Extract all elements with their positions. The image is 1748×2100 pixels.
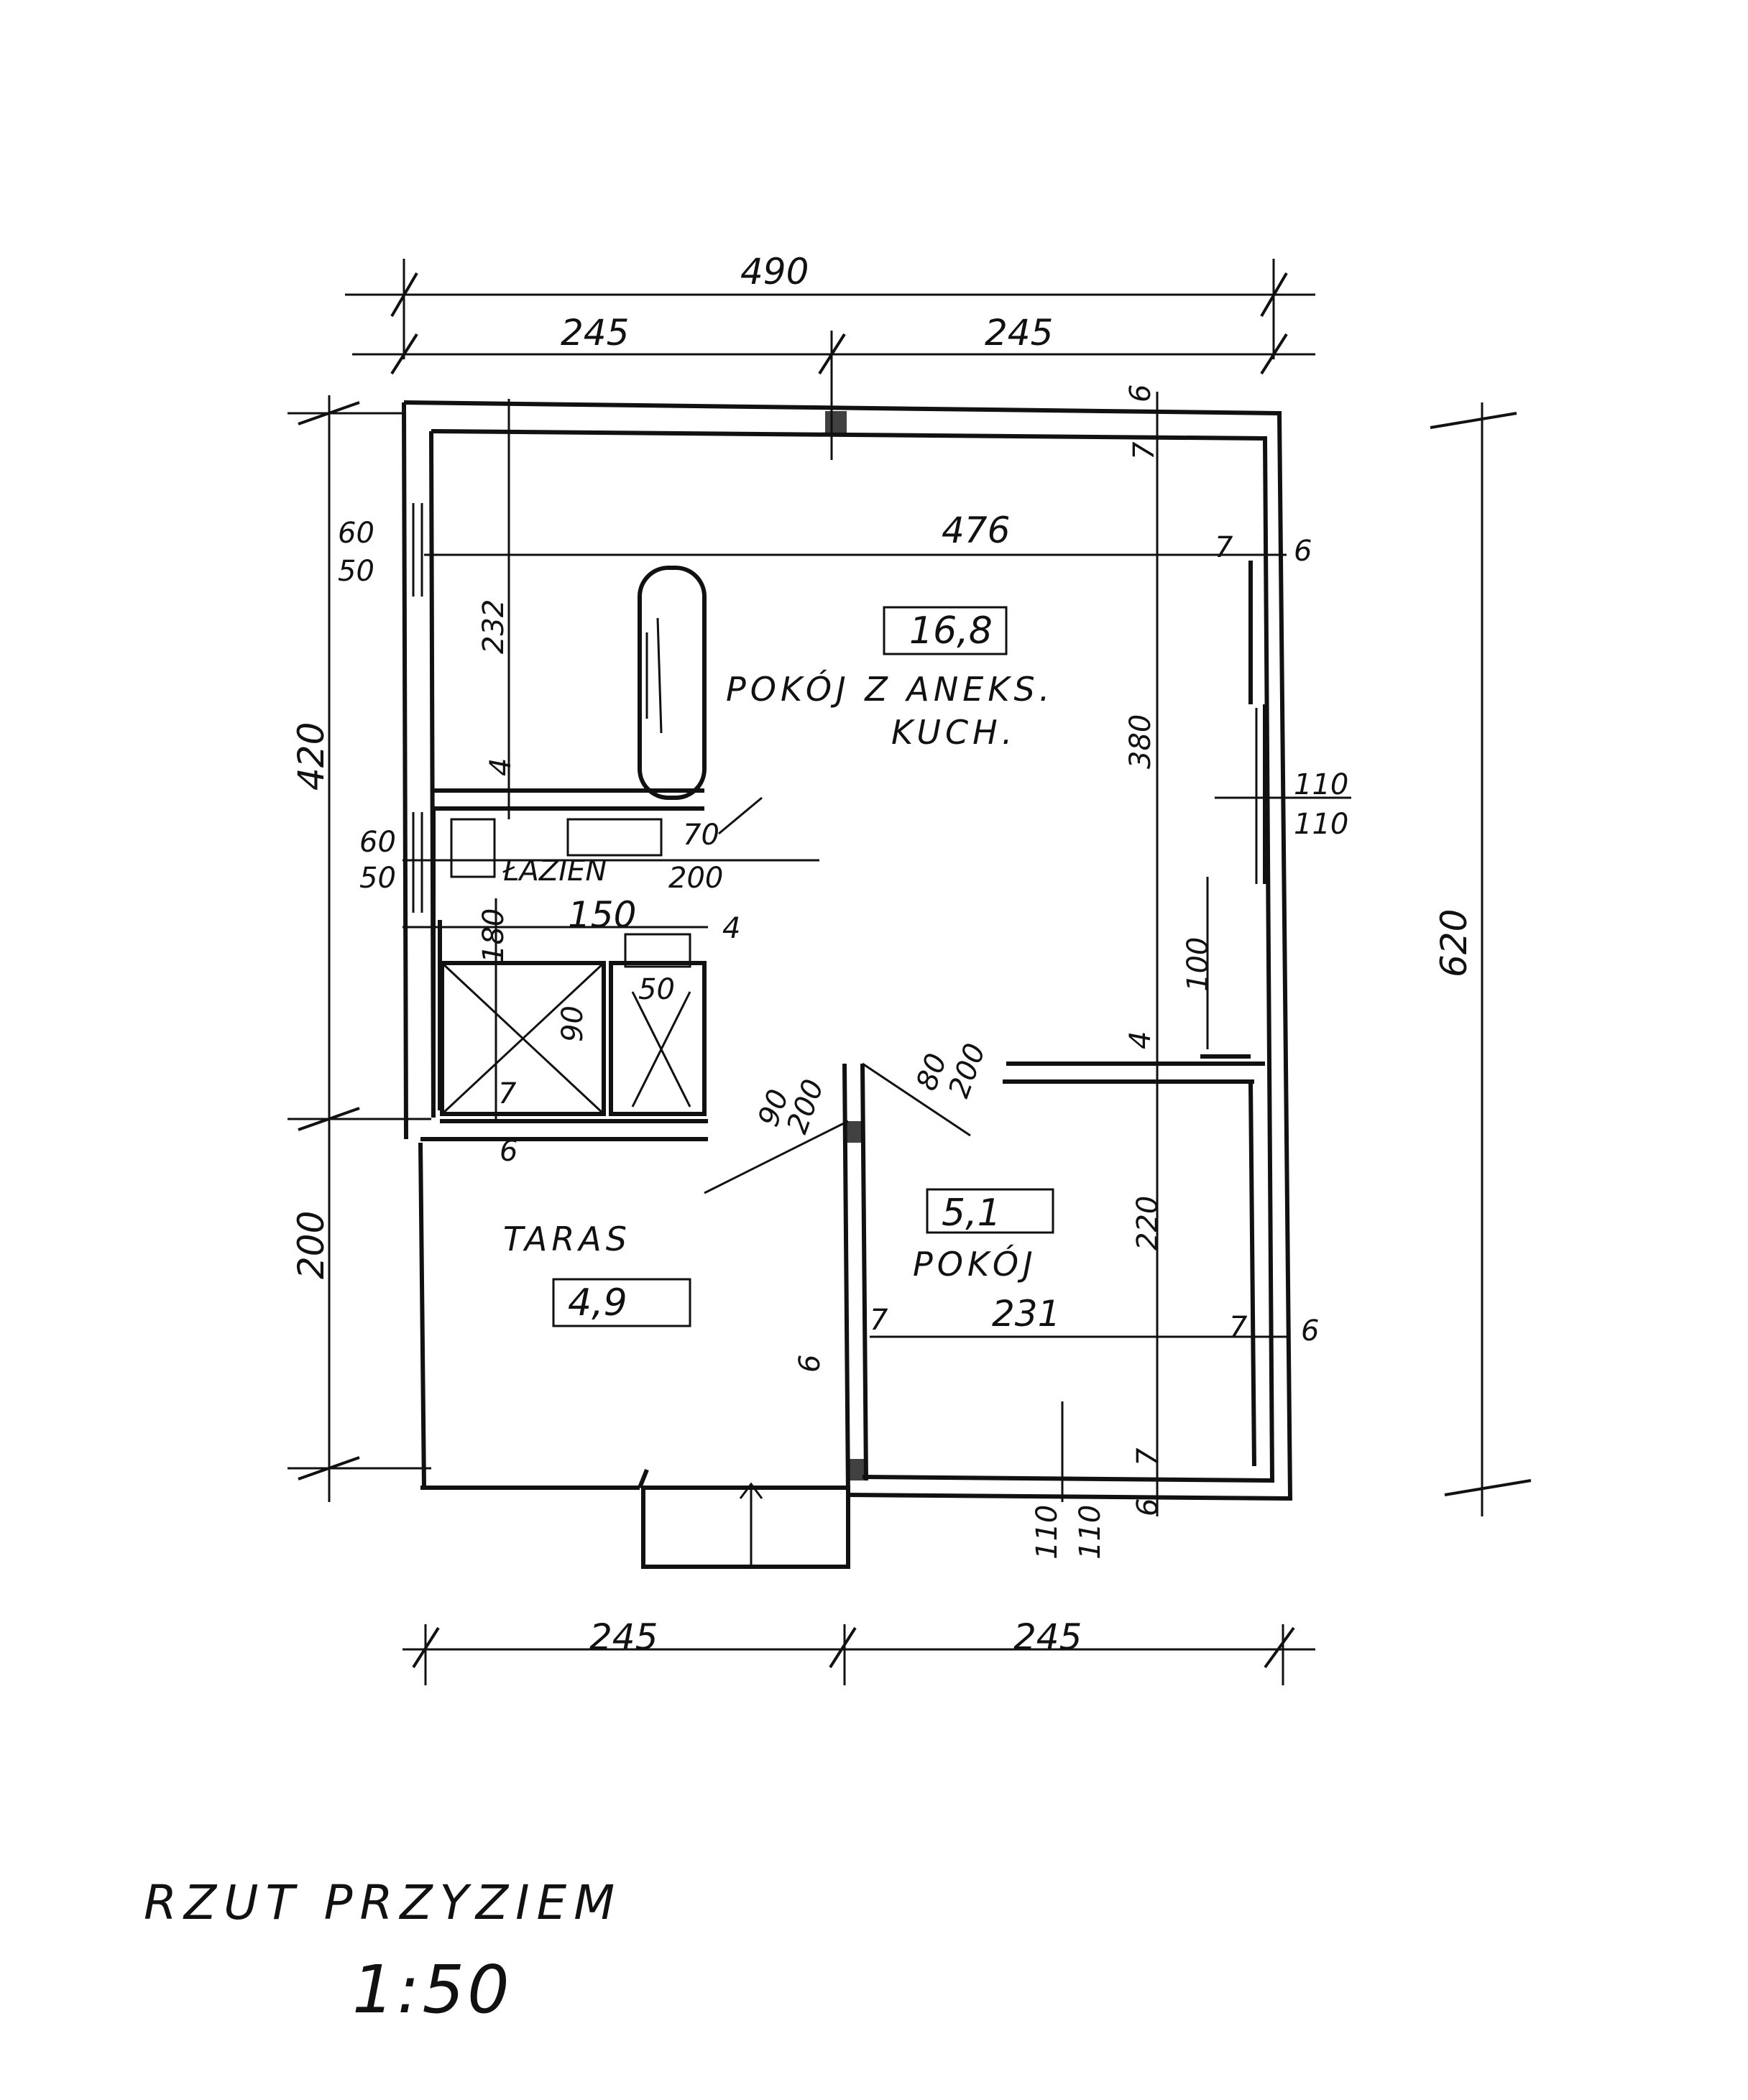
dim-bottom-window-a: 110 xyxy=(1031,1505,1064,1560)
dimension-lines xyxy=(288,259,1532,1685)
dim-wall-4: 4 xyxy=(1124,1031,1157,1049)
dim-pier: 100 xyxy=(1182,937,1215,992)
dim-window-upper: 60 xyxy=(338,517,374,550)
bath-label: ŁAZIEN xyxy=(502,855,607,888)
dim-wall-7-left: 7 xyxy=(498,1077,517,1110)
drawing-scale: 1:50 xyxy=(352,1951,512,2028)
dim-top-left: 245 xyxy=(561,312,629,354)
dim-bath-door-a: 70 xyxy=(683,819,719,852)
dim-window2-upper: 60 xyxy=(359,826,396,859)
dim-window2-lower: 50 xyxy=(359,862,396,895)
room-labels: POKÓJ Z ANEKS. KUCH. 16,8 ŁAZIEN TARAS 4… xyxy=(502,606,1054,1327)
exterior-walls xyxy=(402,400,1293,1569)
terrace-area-box xyxy=(552,1278,691,1327)
dim-bottom-left: 245 xyxy=(589,1616,658,1658)
dim-bath-wall: 4 xyxy=(722,912,740,945)
dim-right-total: 620 xyxy=(1433,909,1475,977)
room-area: 5,1 xyxy=(942,1192,1001,1235)
drawing-title: RZUT PRZYZIEM 1:50 xyxy=(144,1875,622,2028)
dim-top-right: 245 xyxy=(985,312,1053,354)
dim-kitchen-wall: 4 xyxy=(484,758,518,776)
dim-right-window-b: 110 xyxy=(1294,808,1348,841)
dim-wall-6-left: 6 xyxy=(500,1135,518,1168)
dim-kitchen-height: 232 xyxy=(477,599,510,654)
dim-wall-7-right: 7 xyxy=(1215,531,1233,564)
dim-inner-width: 476 xyxy=(942,510,1010,551)
room-label: POKÓJ xyxy=(913,1245,1037,1284)
dim-small-door: 50 xyxy=(638,973,675,1006)
dim-wall-7-room-r: 7 xyxy=(1229,1311,1248,1344)
dim-bath-width: 150 xyxy=(568,894,636,936)
dim-wall-7-room: 7 xyxy=(870,1304,888,1337)
dim-left-lower: 200 xyxy=(290,1211,332,1279)
living-room-label: POKÓJ Z ANEKS. xyxy=(726,670,1054,709)
living-room-label-2: KUCH. xyxy=(891,713,1016,752)
drawing-title-text: RZUT PRZYZIEM xyxy=(144,1875,622,1930)
dim-wall-6-room: 6 xyxy=(794,1355,827,1373)
dim-door-room-b: 200 xyxy=(942,1039,992,1102)
dim-bottom-right: 245 xyxy=(1013,1616,1082,1658)
dim-top-total: 490 xyxy=(740,251,809,293)
dim-door-terrace-b: 200 xyxy=(781,1075,830,1138)
living-room-area: 16,8 xyxy=(909,609,993,653)
dim-wall-7-bottom: 7 xyxy=(1131,1447,1164,1466)
dim-top-wall-6: 6 xyxy=(1124,384,1157,402)
dim-room2-height: 220 xyxy=(1131,1196,1164,1251)
terrace-area: 4,9 xyxy=(568,1281,627,1325)
dim-bottom-window-b: 110 xyxy=(1074,1505,1107,1560)
dim-room-height: 380 xyxy=(1124,714,1157,769)
room-area-box xyxy=(926,1188,1054,1234)
dim-left-upper: 420 xyxy=(290,722,332,791)
living-area-box xyxy=(883,606,1008,655)
dim-wall-6-bottom: 6 xyxy=(1131,1498,1164,1516)
dim-top-wall-7: 7 xyxy=(1128,441,1161,460)
dim-room2-width: 231 xyxy=(992,1293,1060,1335)
dim-window-lower: 50 xyxy=(338,555,374,588)
terrace-label: TARAS xyxy=(503,1220,631,1258)
dim-wall-6-room-r: 6 xyxy=(1301,1314,1319,1348)
dim-right-window-a: 110 xyxy=(1294,768,1348,801)
dim-bath-height: 180 xyxy=(477,908,510,963)
dim-bath-door-b: 200 xyxy=(668,862,723,895)
dim-wall-6-right: 6 xyxy=(1294,535,1312,568)
bath-area-box xyxy=(566,818,663,857)
dimension-labels: 490 245 245 245 245 420 200 620 476 60 5… xyxy=(290,251,1475,1658)
dim-closet: 90 xyxy=(556,1005,589,1042)
